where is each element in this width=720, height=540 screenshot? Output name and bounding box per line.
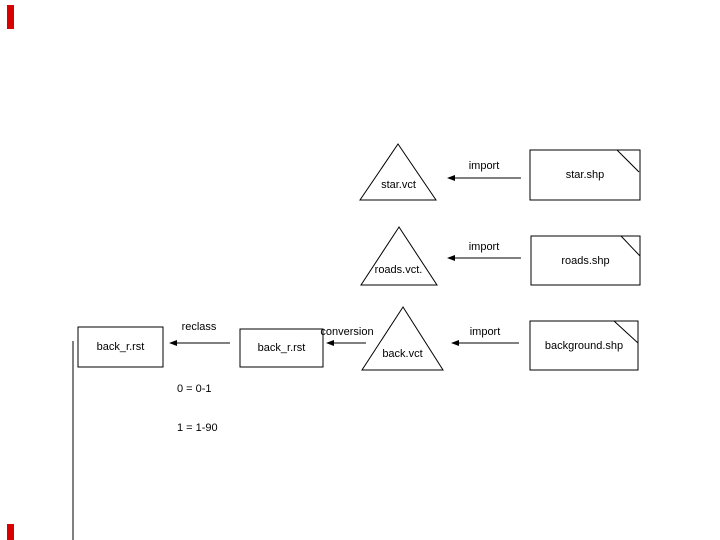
reclass-arrowhead-icon (169, 340, 177, 346)
back-vct-label: back.vct (382, 348, 423, 360)
reclass-label: reclass (181, 321, 217, 333)
background-shp-label: background.shp (544, 339, 624, 352)
star-vct-label: star.vct (381, 179, 416, 191)
back-vct-triangle (362, 307, 443, 370)
star-shp-label: star.shp (565, 169, 605, 181)
roads-shp-label: roads.shp (561, 254, 610, 267)
back-r-rst-rect (240, 329, 323, 367)
import-roads-label: import (468, 241, 500, 253)
reclass-note-line2: 1 = 1-90 (177, 422, 218, 434)
conversion-arrowhead-icon (326, 340, 334, 346)
background-shp-rect (530, 321, 638, 370)
back-r-rst-label: back_r.rst (257, 342, 306, 354)
import-background-arrowhead-icon (451, 340, 459, 346)
conversion-label: conversion (320, 326, 374, 338)
roads-shp-rect (531, 236, 640, 285)
star-shp-rect (530, 150, 640, 200)
back-r-rst-result-label: back_r.rst (96, 341, 145, 353)
import-star-label: import (468, 160, 500, 172)
import-roads-arrowhead-icon (447, 255, 455, 261)
import-star-arrowhead-icon (447, 175, 455, 181)
red-edge-marker-bottom (7, 524, 14, 540)
background-shp-corner-fold (614, 321, 638, 343)
roads-vct-triangle (361, 227, 437, 285)
roads-shp-corner-fold (621, 236, 640, 256)
roads-vct-label: roads.vct. (374, 264, 423, 276)
star-shp-corner-fold (617, 150, 639, 172)
back-r-rst-result-rect (78, 327, 163, 367)
reclass-note-line1: 0 = 0-1 (177, 383, 212, 395)
star-vct-triangle (360, 144, 436, 200)
import-background-label: import (469, 326, 501, 338)
red-edge-marker-top (7, 5, 14, 29)
reclass-note: 0 = 0-1 1 = 1-90 (177, 357, 218, 461)
